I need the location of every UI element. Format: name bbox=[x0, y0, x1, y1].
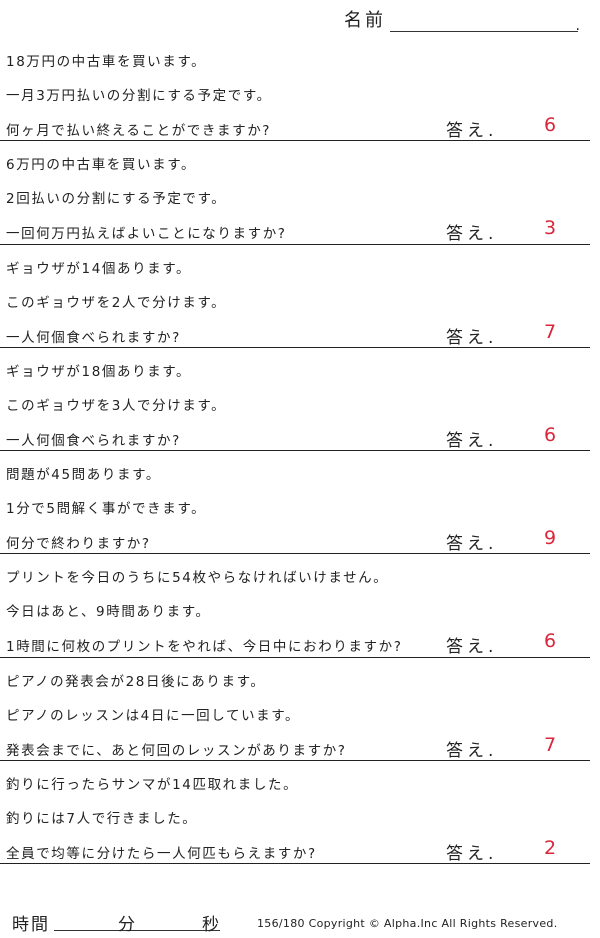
problem-line: 18万円の中古車を買います。 bbox=[6, 54, 207, 70]
problem-line: 6万円の中古車を買います。 bbox=[6, 157, 197, 174]
name-label: 名前 bbox=[344, 10, 386, 31]
answer-label: 答え. bbox=[446, 121, 498, 141]
answer-label: 答え. bbox=[446, 327, 498, 348]
problem-question: 全員で均等に分けたら一人何匹もらえますか? bbox=[6, 846, 317, 863]
answer-label: 答え. bbox=[446, 637, 498, 658]
problem-line: ギョウザが18個あります。 bbox=[6, 363, 192, 380]
problem-8: 釣りに行ったらサンマが14匹取れました。 釣りには7人で行きました。 全員で均等… bbox=[0, 761, 590, 865]
problem-line: 2回払いの分割にする予定です。 bbox=[6, 191, 227, 208]
problem-6: プリントを今日のうちに54枚やらなければいけません。 今日はあと、9時間あります… bbox=[0, 554, 590, 658]
problem-line: 1分で5問解く事ができます。 bbox=[6, 501, 207, 518]
answer-label: 答え. bbox=[446, 430, 498, 451]
problem-2: 6万円の中古車を買います。 2回払いの分割にする予定です。 一回何万円払えばよい… bbox=[0, 141, 590, 245]
answer-value: 7 bbox=[544, 320, 557, 343]
problem-line: 一月3万円払いの分割にする予定です。 bbox=[6, 88, 272, 104]
problem-question: 何ヶ月で払い終えることができますか? bbox=[6, 123, 272, 139]
problem-question: 一人何個食べられますか? bbox=[6, 329, 181, 346]
problem-line: プリントを今日のうちに54枚やらなければいけません。 bbox=[6, 570, 389, 587]
answer-value: 2 bbox=[544, 837, 557, 860]
time-label: 時間 bbox=[12, 915, 50, 935]
problem-line: 問題が45問あります。 bbox=[6, 467, 161, 484]
answer-value: 7 bbox=[544, 733, 557, 756]
problem-3: ギョウザが14個あります。 このギョウザを2人で分けます。 一人何個食べられます… bbox=[0, 245, 590, 348]
minute-label: 分 bbox=[118, 915, 135, 935]
problem-1: 18万円の中古車を買います。 一月3万円払いの分割にする予定です。 何ヶ月で払い… bbox=[0, 38, 590, 142]
answer-label: 答え. bbox=[446, 224, 498, 245]
problem-question: 何分で終わりますか? bbox=[6, 536, 151, 553]
problem-line: ギョウザが14個あります。 bbox=[6, 260, 192, 277]
problem-line: このギョウザを2人で分けます。 bbox=[6, 294, 227, 311]
problem-5: 問題が45問あります。 1分で5問解く事ができます。 何分で終わりますか? 答え… bbox=[0, 451, 590, 555]
problem-line: ピアノのレッスンは4日に一回しています。 bbox=[6, 707, 301, 724]
answer-value: 6 bbox=[544, 423, 557, 446]
second-label: 秒 bbox=[202, 915, 219, 935]
problem-question: 1時間に何枚のプリントをやれば、今日中におわりますか? bbox=[6, 639, 403, 656]
problem-line: ピアノの発表会が28日後にあります。 bbox=[6, 673, 266, 690]
problem-line: 釣りに行ったらサンマが14匹取れました。 bbox=[6, 777, 299, 794]
page-number-copyright: 156/180 Copyright © Alpha.Inc All Rights… bbox=[257, 917, 558, 930]
problem-7: ピアノの発表会が28日後にあります。 ピアノのレッスンは4日に一回しています。 … bbox=[0, 658, 590, 762]
answer-label: 答え. bbox=[446, 534, 498, 555]
answer-label: 答え. bbox=[446, 740, 498, 761]
footer: 時間 分 秒 156/180 Copyright © Alpha.Inc All… bbox=[0, 908, 600, 936]
problem-list: 18万円の中古車を買います。 一月3万円払いの分割にする予定です。 何ヶ月で払い… bbox=[0, 38, 600, 865]
problem-question: 一回何万円払えばよいことになりますか? bbox=[6, 226, 287, 243]
answer-value: 6 bbox=[544, 630, 557, 653]
time-input-line[interactable] bbox=[54, 930, 220, 931]
problem-4: ギョウザが18個あります。 このギョウザを3人で分けます。 一人何個食べられます… bbox=[0, 348, 590, 452]
answer-value: 9 bbox=[544, 527, 557, 550]
problem-question: 一人何個食べられますか? bbox=[6, 432, 181, 449]
problem-line: 今日はあと、9時間あります。 bbox=[6, 604, 211, 621]
problem-line: このギョウザを3人で分けます。 bbox=[6, 397, 227, 414]
name-field: 名前 . bbox=[344, 6, 580, 34]
answer-value: 3 bbox=[544, 217, 557, 240]
name-dot: . bbox=[575, 18, 580, 34]
name-input-line[interactable]: . bbox=[390, 13, 580, 34]
problem-question: 発表会までに、あと何回のレッスンがありますか? bbox=[6, 742, 347, 759]
problem-line: 釣りには7人で行きました。 bbox=[6, 811, 198, 828]
answer-value: 6 bbox=[544, 114, 557, 136]
answer-label: 答え. bbox=[446, 844, 498, 865]
